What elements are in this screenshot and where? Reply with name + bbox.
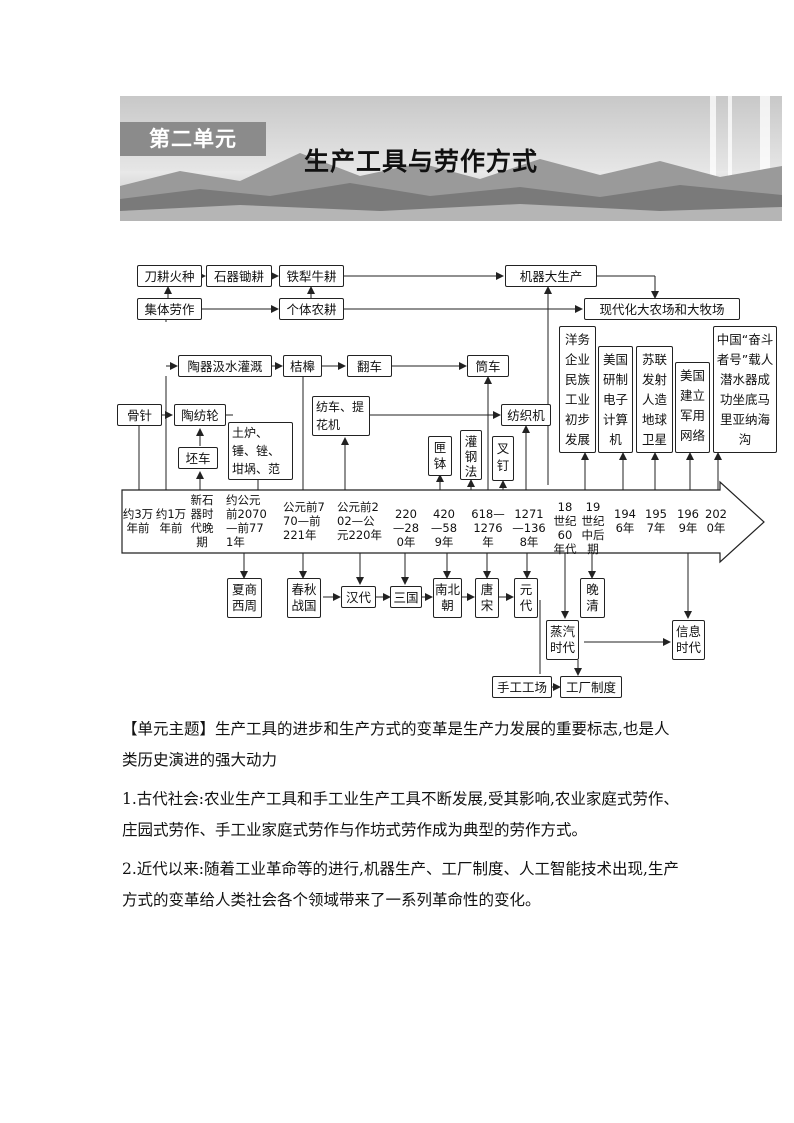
theme-label: 【单元主题】 [122, 720, 216, 738]
china-submersible-box: 中国“奋斗者号”载人潜水器成功坐底马里亚纳海沟 [713, 326, 777, 453]
timeline-label: 618—1276年 [471, 507, 505, 549]
timeline-label: 约公元前2070—前771年 [226, 493, 267, 549]
point-ancient-society: 1.古代社会:农业生产工具和手工业生产工具不断发展,受其影响,农业家庭式劳作、庄… [122, 790, 679, 839]
slash-and-burn-box: 刀耕火种 [137, 265, 202, 287]
information-age-box: 信息时代 [672, 620, 705, 660]
pottery-irrigation-box: 陶器汲水灌溉 [178, 355, 272, 377]
timeline-arrow [121, 480, 765, 564]
theme-paragraph: 【单元主题】生产工具的进步和生产方式的变革是生产力发展的重要标志,也是人类历史演… [122, 714, 682, 776]
saggar-box: 匣钵 [428, 436, 452, 476]
iron-plough-box: 铁犁牛耕 [279, 265, 344, 287]
dynasty-box: 春秋战国 [287, 578, 321, 618]
timeline-label: 1969年 [677, 507, 699, 535]
timeline-label: 19世纪中后期 [581, 500, 605, 556]
mountain-illustration [120, 153, 782, 221]
timeline-label: 公元前770—前221年 [283, 500, 325, 542]
timeline-label: 420—589年 [430, 507, 458, 549]
potters-wheel-box: 坯车 [178, 447, 218, 469]
timeline-label: 新石器时代晚期 [190, 493, 214, 549]
timeline-label: 220—280年 [392, 507, 420, 549]
metallurgy-tools-box: 土炉、锤、锉、坩埚、范 [228, 422, 293, 480]
timeline-label: 约1万年前 [155, 507, 187, 535]
machine-production-box: 机器大生产 [505, 265, 597, 287]
square-pallet-chain-pump-box: 翻车 [347, 355, 392, 377]
timeline-label: 1946年 [614, 507, 636, 535]
timeline-label: 18世纪60年代 [553, 500, 577, 556]
bone-needle-box: 骨针 [117, 404, 162, 426]
timeline-label: 约3万年前 [122, 507, 154, 535]
stone-hoe-box: 石器锄耕 [206, 265, 272, 287]
timeline-label: 1271—1368年 [512, 507, 546, 549]
unit-summary-text: 【单元主题】生产工具的进步和生产方式的变革是生产力发展的重要标志,也是人类历史演… [122, 714, 682, 924]
us-computer-box: 美国研制电子计算机 [598, 346, 633, 453]
steam-age-box: 蒸汽时代 [546, 620, 579, 660]
banner-light-streak [728, 96, 732, 221]
modern-farm-box: 现代化大农场和大牧场 [584, 298, 740, 320]
fork-nail-box: 叉钉 [492, 436, 514, 481]
us-military-network-box: 美国建立军用网络 [675, 362, 710, 453]
dynasty-box: 南北朝 [433, 578, 462, 618]
theme-text: 生产工具的进步和生产方式的变革是生产力发展的重要标志,也是人类历史演进的强大动力 [122, 720, 670, 769]
workshop-box: 手工工场 [492, 676, 552, 698]
connector-lines [121, 272, 765, 691]
steel-making-method-box: 灌钢法 [460, 430, 482, 480]
factory-system-box: 工厂制度 [560, 676, 622, 698]
dynasty-box: 三国 [390, 586, 422, 608]
individual-farming-box: 个体农耕 [279, 298, 344, 320]
dynasty-box: 汉代 [341, 586, 376, 608]
dynasty-box: 元代 [514, 578, 538, 618]
spinning-whorl-box: 陶纺轮 [174, 404, 226, 426]
unit-banner: 第二单元 生产工具与劳作方式 [120, 96, 782, 221]
dynasty-box: 晚清 [580, 578, 605, 618]
dynasty-box: 夏商西周 [227, 578, 262, 618]
timeline-label: 公元前202—公元220年 [337, 500, 382, 542]
soviet-satellite-box: 苏联发射人造地球卫星 [636, 346, 673, 453]
timeline-label: 2020年 [705, 507, 727, 535]
unit-title: 生产工具与劳作方式 [304, 147, 539, 176]
dynasty-box: 唐宋 [475, 578, 499, 618]
banner-light-streak [760, 96, 770, 221]
westernization-industry-box: 洋务企业民族工业初步发展 [559, 326, 596, 453]
point-modern-times: 2.近代以来:随着工业革命等的进行,机器生产、工厂制度、人工智能技术出现,生产方… [122, 860, 679, 909]
banner-light-streak [710, 96, 716, 221]
collective-labor-box: 集体劳作 [137, 298, 202, 320]
spinning-wheel-loom-box: 纺车、提花机 [312, 396, 370, 436]
unit-tag: 第二单元 [120, 122, 266, 156]
shadoof-box: 桔槔 [283, 355, 322, 377]
water-wheel-box: 筒车 [467, 355, 509, 377]
textile-machine-box: 纺织机 [501, 404, 551, 426]
production-tools-flowchart: 刀耕火种 石器锄耕 铁犁牛耕 机器大生产 集体劳作 个体农耕 现代化大农场和大牧… [0, 250, 794, 700]
timeline-label: 1957年 [645, 507, 667, 535]
